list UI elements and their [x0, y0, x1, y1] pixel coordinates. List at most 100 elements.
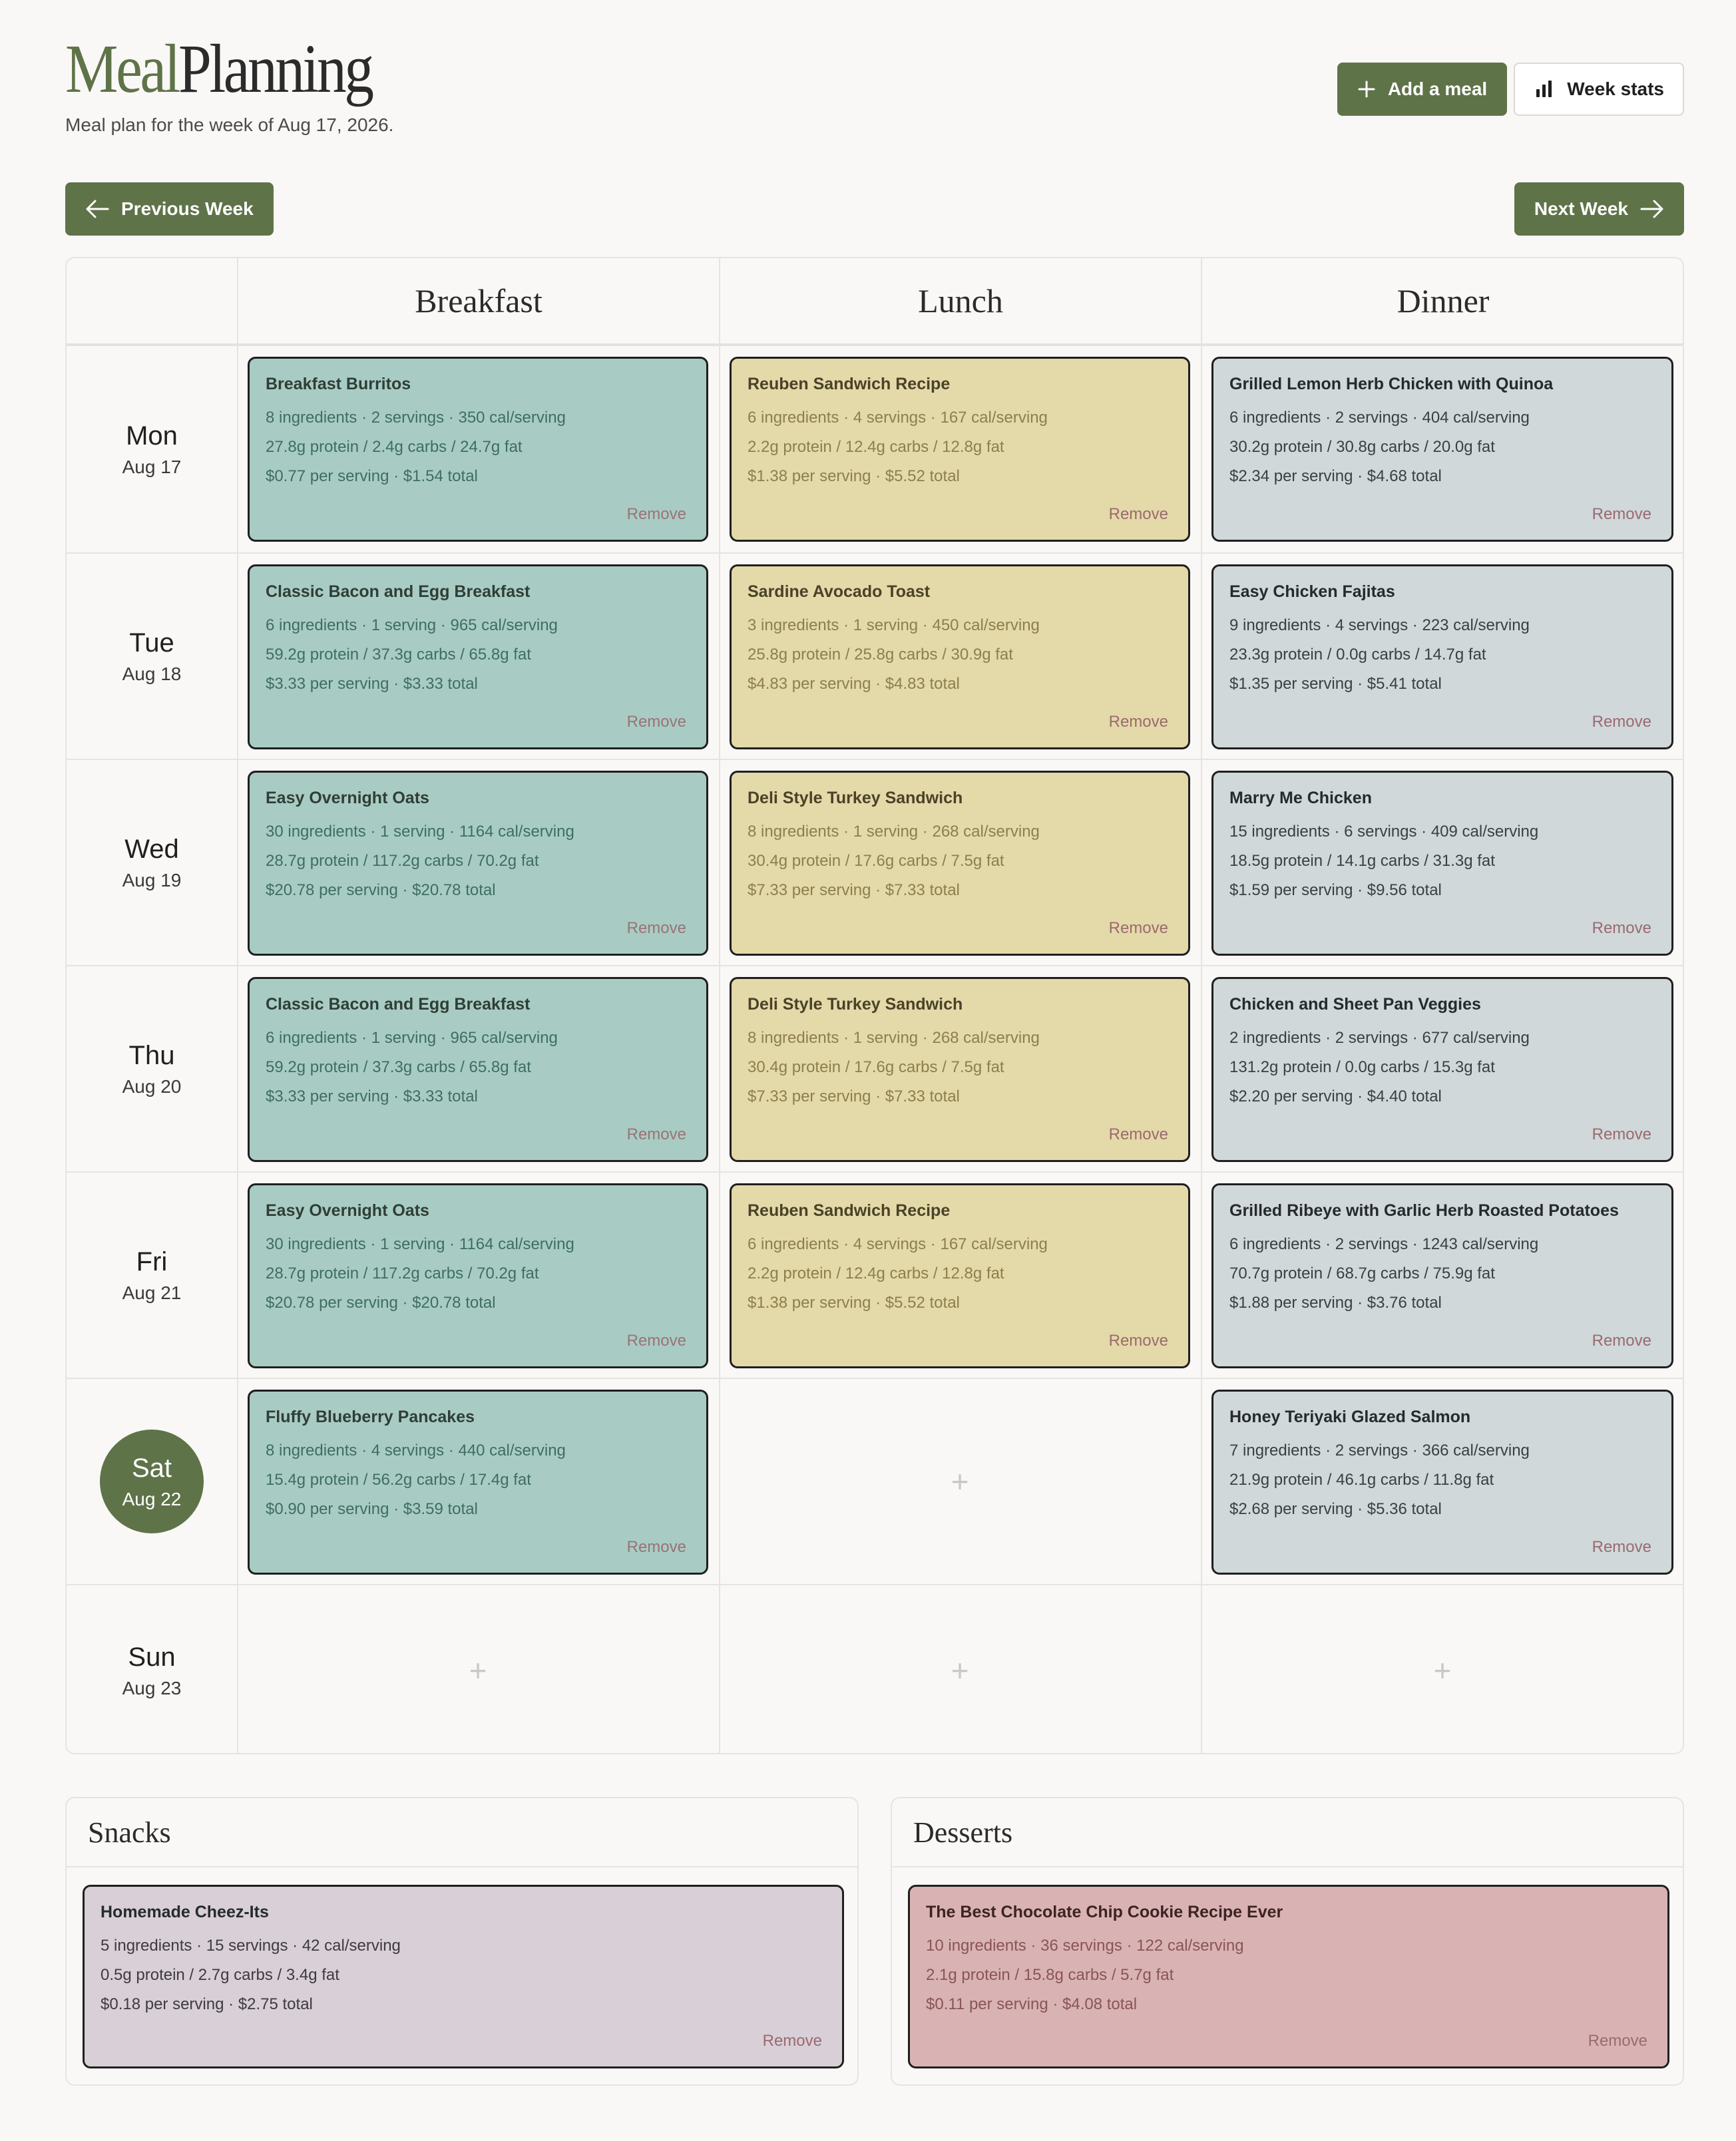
- remove-button[interactable]: Remove: [626, 1538, 686, 1556]
- previous-week-button[interactable]: Previous Week: [65, 182, 274, 236]
- day-name: Sun: [128, 1642, 176, 1672]
- remove-button[interactable]: Remove: [1592, 713, 1651, 731]
- meal-title: Deli Style Turkey Sandwich: [748, 995, 963, 1014]
- add-dinner-slot[interactable]: +: [1433, 1653, 1452, 1688]
- lunch-meal-card[interactable]: Deli Style Turkey Sandwich 8 ingredients …: [730, 977, 1190, 1162]
- remove-button[interactable]: Remove: [1588, 2032, 1647, 2050]
- remove-button[interactable]: Remove: [1108, 713, 1168, 731]
- meal-summary: 2 ingredients · 2 servings · 677 cal/ser…: [1229, 1029, 1530, 1047]
- remove-button[interactable]: Remove: [1108, 919, 1168, 937]
- remove-button[interactable]: Remove: [1108, 505, 1168, 523]
- day-date: Aug 20: [122, 1075, 182, 1097]
- snack-card[interactable]: Homemade Cheez-Its 5 ingredients · 15 se…: [83, 1885, 844, 2068]
- page-subtitle: Meal plan for the week of Aug 17, 2026.: [65, 114, 394, 135]
- meal-cost: $2.68 per serving · $5.36 total: [1229, 1500, 1442, 1518]
- column-header-lunch: Lunch: [719, 258, 1201, 343]
- meal-macros: 30.2g protein / 30.8g carbs / 20.0g fat: [1229, 438, 1495, 456]
- lunch-meal-card[interactable]: Sardine Avocado Toast 3 ingredients · 1 s…: [730, 564, 1190, 749]
- remove-button[interactable]: Remove: [1108, 1332, 1168, 1350]
- remove-button[interactable]: Remove: [1592, 919, 1651, 937]
- column-header-dinner: Dinner: [1201, 258, 1683, 343]
- meal-summary: 8 ingredients · 2 servings · 350 cal/ser…: [266, 409, 566, 427]
- day-name: Sat: [131, 1453, 172, 1483]
- remove-button[interactable]: Remove: [626, 919, 686, 937]
- meal-summary: 3 ingredients · 1 serving · 450 cal/serv…: [748, 616, 1040, 634]
- remove-button[interactable]: Remove: [626, 1332, 686, 1350]
- meal-title: Sardine Avocado Toast: [748, 582, 931, 601]
- meal-title: Deli Style Turkey Sandwich: [748, 789, 963, 807]
- add-lunch-slot[interactable]: +: [951, 1653, 969, 1688]
- meal-macros: 59.2g protein / 37.3g carbs / 65.8g fat: [266, 1058, 531, 1076]
- meal-macros: 59.2g protein / 37.3g carbs / 65.8g fat: [266, 646, 531, 664]
- remove-button[interactable]: Remove: [1592, 1332, 1651, 1350]
- meal-macros: 23.3g protein / 0.0g carbs / 14.7g fat: [1229, 646, 1486, 664]
- column-divider: [719, 258, 720, 1753]
- meal-cost: $2.20 per serving · $4.40 total: [1229, 1087, 1442, 1105]
- day-date: Aug 23: [122, 1677, 182, 1698]
- snacks-title: Snacks: [67, 1798, 857, 1867]
- meal-macros: 2.2g protein / 12.4g carbs / 12.8g fat: [748, 438, 1004, 456]
- add-meal-button[interactable]: Add a meal: [1337, 63, 1508, 116]
- meal-cost: $0.77 per serving · $1.54 total: [266, 467, 478, 485]
- day-name: Tue: [129, 628, 174, 658]
- day-name: Mon: [126, 421, 178, 451]
- breakfast-meal-card[interactable]: Breakfast Burritos 8 ingredients · 2 serv…: [248, 357, 708, 542]
- meal-cost: $1.38 per serving · $5.52 total: [748, 467, 960, 485]
- meal-summary: 7 ingredients · 2 servings · 366 cal/ser…: [1229, 1442, 1530, 1460]
- meal-macros: 131.2g protein / 0.0g carbs / 15.3g fat: [1229, 1058, 1495, 1076]
- dinner-meal-card[interactable]: Grilled Ribeye with Garlic Herb Roasted …: [1211, 1183, 1673, 1368]
- next-week-button[interactable]: Next Week: [1514, 182, 1684, 236]
- meal-title: Classic Bacon and Egg Breakfast: [266, 995, 531, 1014]
- meal-cost: $7.33 per serving · $7.33 total: [748, 1087, 960, 1105]
- dessert-card[interactable]: The Best Chocolate Chip Cookie Recipe Ev…: [908, 1885, 1669, 2068]
- meal-cost: $3.33 per serving · $3.33 total: [266, 1087, 478, 1105]
- meal-macros: 21.9g protein / 46.1g carbs / 11.8g fat: [1229, 1471, 1494, 1489]
- meal-cost: $1.88 per serving · $3.76 total: [1229, 1294, 1442, 1312]
- remove-button[interactable]: Remove: [1592, 1538, 1651, 1556]
- remove-button[interactable]: Remove: [762, 2032, 822, 2050]
- meal-cost: $1.59 per serving · $9.56 total: [1229, 881, 1442, 899]
- meal-macros: 25.8g protein / 25.8g carbs / 30.9g fat: [748, 646, 1013, 664]
- meal-summary: 8 ingredients · 1 serving · 268 cal/serv…: [748, 1029, 1040, 1047]
- meal-cost: $20.78 per serving · $20.78 total: [266, 1294, 496, 1312]
- remove-button[interactable]: Remove: [626, 1125, 686, 1143]
- remove-button[interactable]: Remove: [1592, 1125, 1651, 1143]
- remove-button[interactable]: Remove: [1108, 1125, 1168, 1143]
- brand-planning: Planning: [178, 31, 374, 107]
- week-stats-button[interactable]: Week stats: [1514, 63, 1684, 116]
- meal-title: Breakfast Burritos: [266, 375, 411, 393]
- add-lunch-slot[interactable]: +: [951, 1464, 969, 1499]
- meal-macros: 28.7g protein / 117.2g carbs / 70.2g fat: [266, 852, 539, 870]
- meal-macros: 30.4g protein / 17.6g carbs / 7.5g fat: [748, 1058, 1004, 1076]
- meal-cost: $3.33 per serving · $3.33 total: [266, 675, 478, 693]
- remove-button[interactable]: Remove: [626, 505, 686, 523]
- meal-title: Easy Chicken Fajitas: [1229, 582, 1395, 601]
- remove-button[interactable]: Remove: [626, 713, 686, 731]
- meal-summary: 8 ingredients · 4 servings · 440 cal/ser…: [266, 1442, 566, 1460]
- meal-summary: 5 ingredients · 15 servings · 42 cal/ser…: [101, 1937, 401, 1955]
- desserts-title: Desserts: [892, 1798, 1683, 1867]
- remove-button[interactable]: Remove: [1592, 505, 1651, 523]
- add-breakfast-slot[interactable]: +: [469, 1653, 487, 1688]
